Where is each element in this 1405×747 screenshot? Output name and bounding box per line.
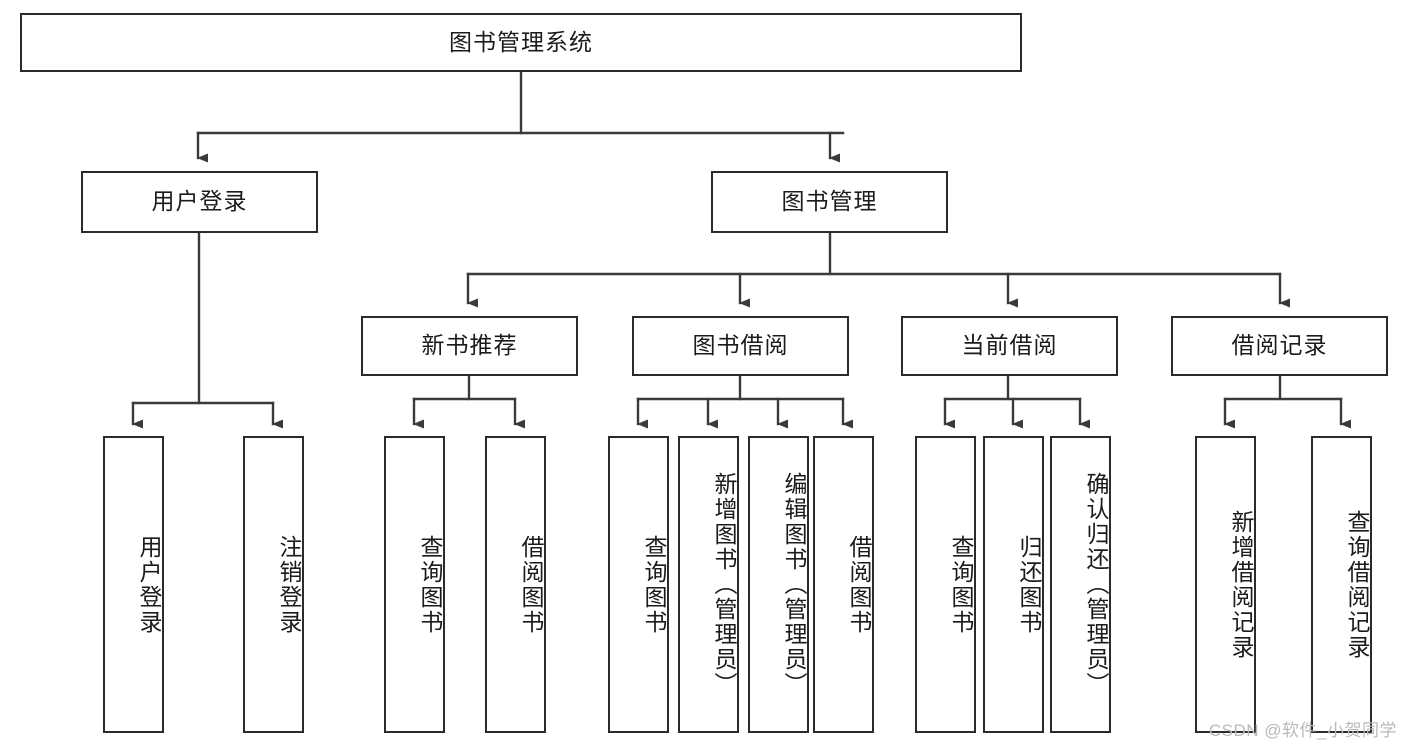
node-leaf-logout[interactable]: 注销登录 [243,436,304,733]
node-leaf-return-book[interactable]: 归还图书 [983,436,1044,733]
node-book-borrow-label: 图书借阅 [692,332,789,359]
node-borrow-record-label: 借阅记录 [1231,332,1328,359]
node-leaf-query-book-current[interactable]: 查询图书 [915,436,976,733]
node-leaf-confirm-return-admin-label: 确认归还（管理员） [1083,472,1109,697]
node-leaf-query-book-recommend[interactable]: 查询图书 [384,436,445,733]
node-book-manage-label: 图书管理 [781,188,878,215]
node-current-borrow[interactable]: 当前借阅 [901,316,1118,376]
node-leaf-query-borrow-record[interactable]: 查询借阅记录 [1311,436,1372,733]
node-leaf-query-book-current-label: 查询图书 [948,534,974,635]
node-new-book-recommend-label: 新书推荐 [421,332,518,359]
node-current-borrow-label: 当前借阅 [961,332,1058,359]
node-leaf-borrow-book-recommend-label: 借阅图书 [518,534,544,635]
node-leaf-query-book-borrow-label: 查询图书 [641,534,667,635]
node-leaf-query-book-borrow[interactable]: 查询图书 [608,436,669,733]
node-leaf-confirm-return-admin[interactable]: 确认归还（管理员） [1050,436,1111,733]
node-leaf-user-login-label: 用户登录 [136,534,162,635]
node-book-borrow[interactable]: 图书借阅 [632,316,849,376]
node-new-book-recommend[interactable]: 新书推荐 [361,316,578,376]
node-leaf-query-borrow-record-label: 查询借阅记录 [1344,509,1370,660]
node-leaf-edit-book-admin[interactable]: 编辑图书（管理员） [748,436,809,733]
node-leaf-add-book-admin[interactable]: 新增图书（管理员） [678,436,739,733]
node-leaf-return-book-label: 归还图书 [1016,534,1042,635]
node-leaf-logout-label: 注销登录 [276,534,302,635]
node-leaf-user-login[interactable]: 用户登录 [103,436,164,733]
node-leaf-add-book-admin-label: 新增图书（管理员） [711,472,737,697]
node-book-manage[interactable]: 图书管理 [711,171,948,233]
node-leaf-borrow-book-recommend[interactable]: 借阅图书 [485,436,546,733]
node-root-label: 图书管理系统 [449,28,593,55]
node-leaf-borrow-book[interactable]: 借阅图书 [813,436,874,733]
node-leaf-borrow-book-label: 借阅图书 [846,534,872,635]
node-leaf-query-book-recommend-label: 查询图书 [417,534,443,635]
node-borrow-record[interactable]: 借阅记录 [1171,316,1388,376]
node-leaf-edit-book-admin-label: 编辑图书（管理员） [781,472,807,697]
node-user-login[interactable]: 用户登录 [81,171,318,233]
node-leaf-add-borrow-record-label: 新增借阅记录 [1228,509,1254,660]
node-user-login-label: 用户登录 [151,188,248,215]
node-root[interactable]: 图书管理系统 [20,13,1022,72]
node-leaf-add-borrow-record[interactable]: 新增借阅记录 [1195,436,1256,733]
